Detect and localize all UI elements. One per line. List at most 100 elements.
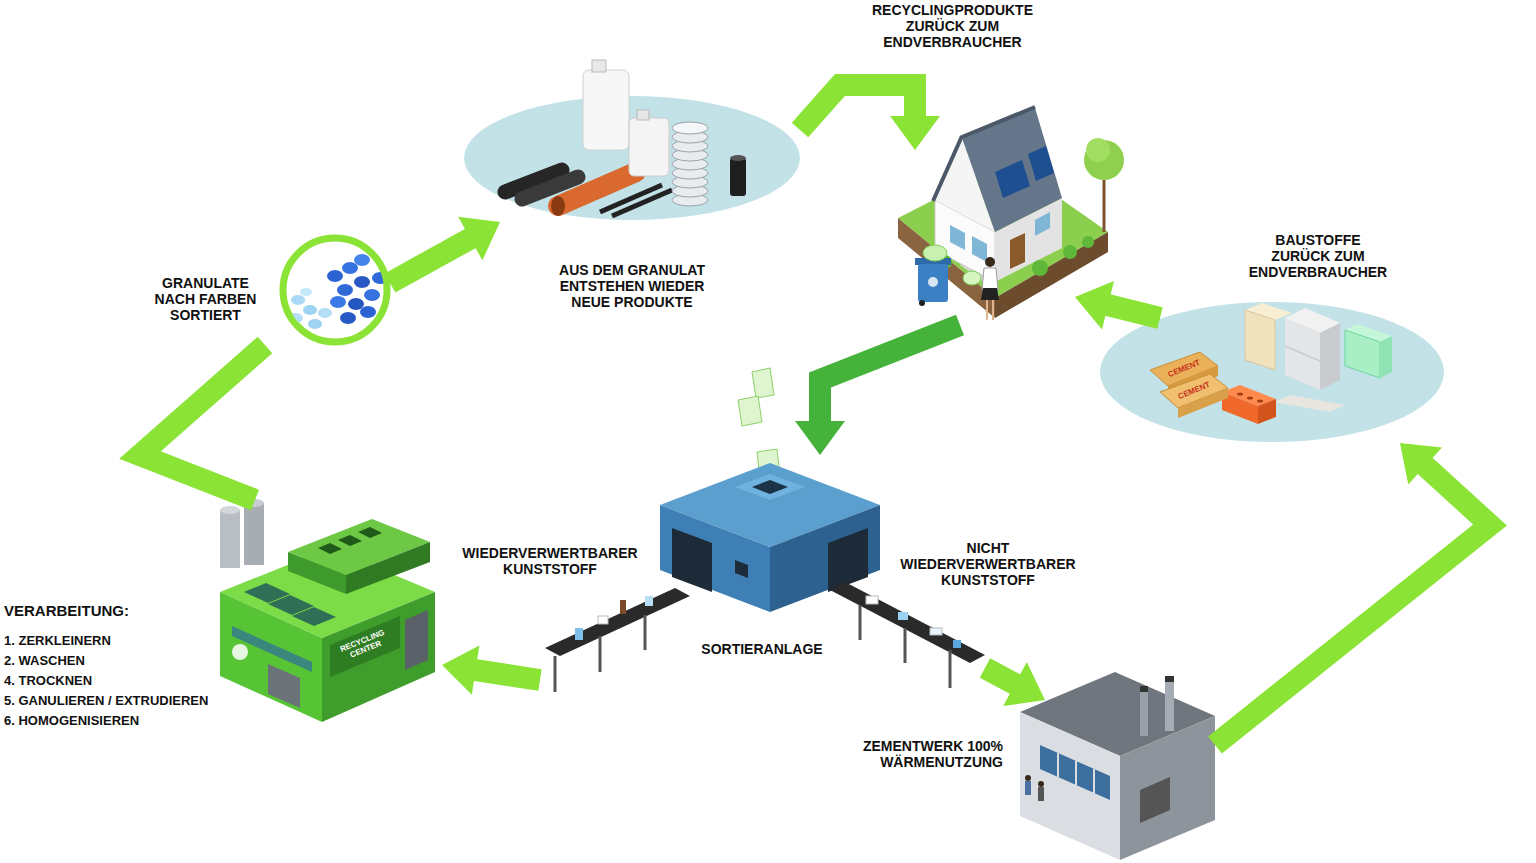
sorting-plant-part	[575, 628, 583, 640]
edge-label: NICHT WIEDERVERWERTBARER KUNSTSTOFF	[890, 540, 1086, 588]
building-materials-island-part	[1285, 318, 1320, 390]
process-step: 5. GANULIEREN / EXTRUDIEREN	[4, 693, 208, 708]
products-island-part	[583, 70, 629, 150]
recycling-center-part	[405, 610, 428, 670]
building-materials-island-part	[1247, 397, 1253, 400]
sign-text: CEMENT	[1172, 378, 1216, 403]
house-island-part	[1103, 175, 1106, 232]
sorting-plant-part	[644, 615, 647, 650]
granulate-pellets	[289, 254, 388, 329]
flow-band	[985, 668, 1016, 685]
products-island-part	[464, 96, 800, 220]
house-island-part	[1032, 260, 1048, 276]
process-step: 2. WASCHEN	[4, 653, 85, 668]
station-node: RECYCLINGPRODUKTE ZURÜCK ZUM ENDVERBRAUC…	[860, 150, 1075, 325]
house-island-part	[918, 264, 948, 302]
house-island-part	[928, 277, 938, 287]
house-island-part	[923, 245, 947, 261]
cement-plant-part	[1025, 781, 1031, 795]
house-island	[898, 107, 1124, 320]
house-island-part	[1063, 245, 1077, 259]
sorting-plant-part	[953, 640, 961, 648]
cement-plant-part	[1038, 787, 1044, 801]
cement-plant-part	[1165, 676, 1174, 682]
building-materials-island-part	[1100, 302, 1444, 442]
building-materials-island-part	[1345, 330, 1380, 378]
products-island-part	[672, 122, 708, 134]
sign-text: CEMENT	[1162, 356, 1206, 381]
station-label: GRANULATE NACH FARBEN SORTIERT	[148, 275, 263, 323]
flow-arrow	[985, 662, 1045, 706]
recycling-center	[220, 499, 435, 722]
products-island-part	[551, 196, 565, 216]
arrow-head	[890, 116, 940, 150]
granulate-pellets-part	[337, 284, 353, 296]
granulate-pellets-part	[360, 306, 376, 318]
station-label: SORTIERANLAGE	[692, 641, 832, 657]
recycling-center-part	[244, 503, 264, 565]
house-island-part	[982, 268, 998, 290]
sorting-plant-part	[554, 656, 557, 692]
cement-plant-part	[1057, 753, 1059, 777]
house-island-part	[962, 108, 1062, 232]
recycling-center-part	[346, 542, 430, 594]
products-island	[464, 60, 800, 220]
granulate-pellets-part	[330, 296, 346, 308]
products-island-part	[592, 60, 606, 72]
house-island-part	[1028, 146, 1054, 181]
sorting-plant-part	[828, 528, 868, 592]
products-island-part	[730, 155, 746, 161]
station-label: VERARBEITUNG:	[4, 602, 129, 620]
building-materials-island-part	[1275, 395, 1345, 412]
house-island-part	[1082, 236, 1094, 248]
granulate-pellets-part	[300, 288, 312, 296]
sorting-plant-part	[598, 616, 608, 624]
granulate-pellets-part	[303, 305, 317, 315]
cement-plant-part	[1140, 686, 1148, 736]
house-island-part	[933, 136, 962, 201]
products-island-part	[637, 110, 649, 120]
station-label: ZEMENTWERK 100% WÄRMENUTZUNG	[833, 738, 1003, 770]
cement-plant-part	[1038, 781, 1044, 787]
sorting-plant-part	[830, 582, 985, 663]
process-step: 1. ZERKLEINERN	[4, 633, 111, 648]
flow-arrow	[390, 217, 500, 283]
sorting-plant-part	[738, 396, 762, 426]
sorting-plant-part	[930, 628, 942, 635]
flow-arrow	[800, 85, 940, 150]
cement-plant-part	[1140, 777, 1170, 823]
house-island-part	[972, 236, 987, 262]
cement-plant-part	[1165, 676, 1174, 731]
house-island-part	[985, 257, 995, 267]
flow-band	[1215, 465, 1490, 745]
station-label: RECYCLINGPRODUKTE ZURÜCK ZUM ENDVERBRAUC…	[860, 2, 1045, 50]
granulate-pellets-part	[340, 312, 356, 324]
cement-plant-part	[1040, 745, 1110, 800]
recycling-center-part	[232, 626, 312, 672]
recycling-center-part	[288, 552, 346, 594]
granulate-pellets-part	[354, 254, 370, 266]
station-node: AUS DEM GRANULAT ENTSTEHEN WIEDER NEUE P…	[500, 85, 800, 320]
station-node: VERARBEITUNG:1. ZERKLEINERN2. WASCHEN4. …	[2, 500, 442, 725]
sorting-plant-part	[545, 588, 690, 656]
arrow-head	[1003, 662, 1045, 706]
flow-band	[820, 325, 960, 423]
flow-band	[140, 345, 265, 500]
house-island-part	[986, 300, 988, 320]
recycling-center-part	[330, 616, 400, 677]
sorting-plant-part	[904, 628, 907, 663]
flow-band	[474, 670, 540, 680]
flow-arrow	[1215, 443, 1490, 745]
cement-plant-part	[1140, 686, 1148, 692]
recycling-center-part	[322, 592, 435, 722]
recycling-center-part	[338, 535, 362, 546]
sorting-plant-part	[752, 480, 788, 494]
cement-plant	[1020, 672, 1215, 860]
products-island-part	[612, 190, 672, 216]
cement-plant-part	[1025, 775, 1031, 781]
arrow-head	[795, 421, 845, 455]
house-island-part	[1035, 212, 1050, 236]
sorting-plant-part	[645, 596, 653, 606]
